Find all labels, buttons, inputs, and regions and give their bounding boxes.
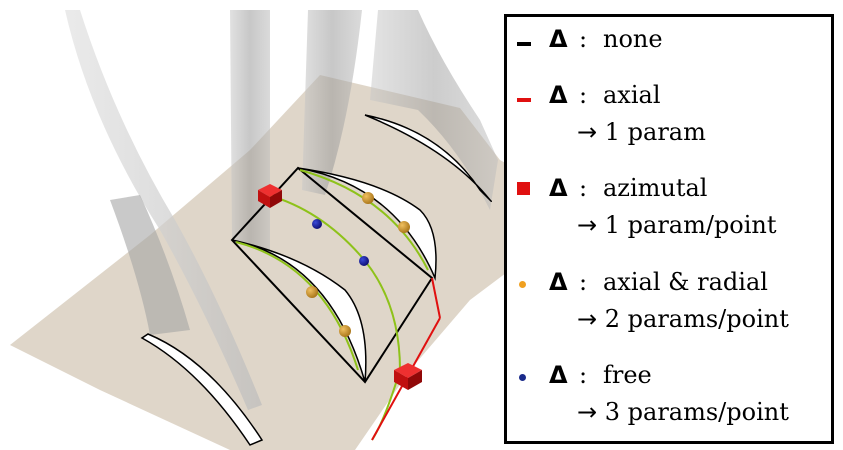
legend-dash-red	[517, 98, 531, 102]
legend-sub-axial: → 1 param	[507, 112, 833, 152]
legend-delta: Δ	[549, 75, 568, 115]
legend-desc: axial	[603, 75, 661, 115]
legend-sub-axial-radial: → 2 params/point	[507, 299, 833, 339]
legend-dot-orange	[519, 281, 526, 288]
legend-colon: :	[579, 19, 587, 59]
arrow-icon: →	[577, 211, 597, 239]
legend-dot-blue	[519, 374, 526, 381]
free-marker-1	[312, 219, 322, 229]
legend-colon: :	[579, 262, 587, 302]
legend-delta: Δ	[549, 168, 568, 208]
legend-entry-none: Δ : none	[507, 19, 833, 59]
arrow-icon: →	[577, 118, 597, 146]
legend-colon: :	[579, 168, 587, 208]
legend-delta: Δ	[549, 355, 568, 395]
legend-colon: :	[579, 355, 587, 395]
legend-entry-axial: Δ : axial	[507, 75, 833, 115]
free-marker-2	[359, 256, 369, 266]
legend-sub-text: 1 param/point	[605, 211, 777, 239]
legend-square-red	[517, 182, 530, 195]
legend-sub-text: 3 params/point	[605, 398, 789, 426]
legend-desc: azimutal	[603, 168, 707, 208]
legend-sub-text: 1 param	[605, 118, 706, 146]
legend-colon: :	[579, 75, 587, 115]
radial-marker-3	[306, 286, 318, 298]
legend-delta: Δ	[549, 262, 568, 302]
radial-marker-4	[339, 325, 351, 337]
arrow-icon: →	[577, 398, 597, 426]
radial-marker-2	[398, 221, 410, 233]
legend-desc: none	[603, 19, 663, 59]
legend-dash-black	[517, 42, 531, 46]
legend-desc: free	[603, 355, 652, 395]
legend-entry-azimutal: Δ : azimutal	[507, 168, 833, 208]
legend-sub-free: → 3 params/point	[507, 392, 833, 432]
blade-center-left	[230, 10, 270, 250]
radial-marker-1	[362, 192, 374, 204]
legend-entry-free: Δ : free	[507, 355, 833, 395]
legend-entry-axial-radial: Δ : axial & radial	[507, 262, 833, 302]
legend-desc: axial & radial	[603, 262, 768, 302]
legend-sub-text: 2 params/point	[605, 305, 789, 333]
arrow-icon: →	[577, 305, 597, 333]
legend: Δ : none Δ : axial → 1 param Δ : azimuta…	[504, 14, 834, 444]
legend-sub-azimutal: → 1 param/point	[507, 205, 833, 245]
legend-delta: Δ	[549, 19, 568, 59]
